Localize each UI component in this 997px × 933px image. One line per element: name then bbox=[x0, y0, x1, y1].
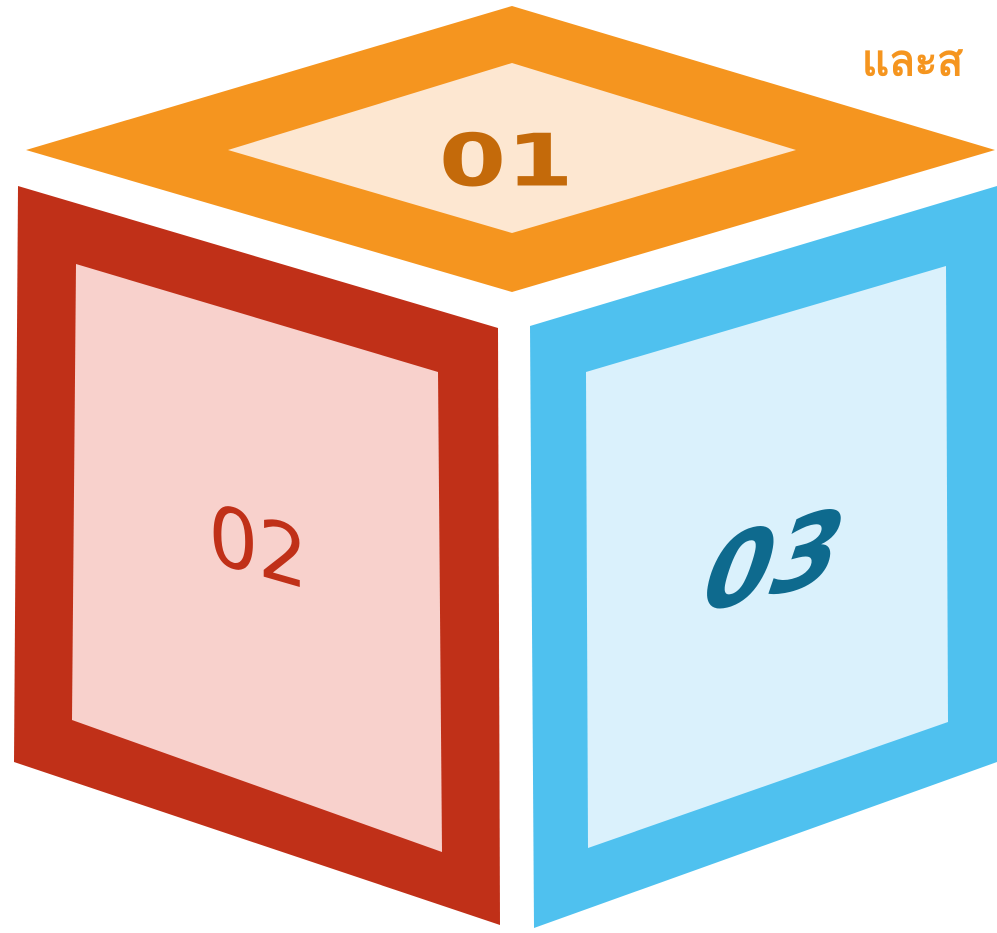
top-face-label: 01 bbox=[439, 120, 574, 204]
right-face: 03 bbox=[530, 186, 997, 928]
right-face-panel bbox=[586, 266, 948, 848]
left-face: 02 bbox=[14, 186, 500, 925]
top-face-panel bbox=[228, 63, 796, 233]
left-face-panel bbox=[72, 264, 442, 852]
corner-heading-text: และส bbox=[862, 40, 964, 82]
top-face: 01 bbox=[26, 6, 995, 292]
